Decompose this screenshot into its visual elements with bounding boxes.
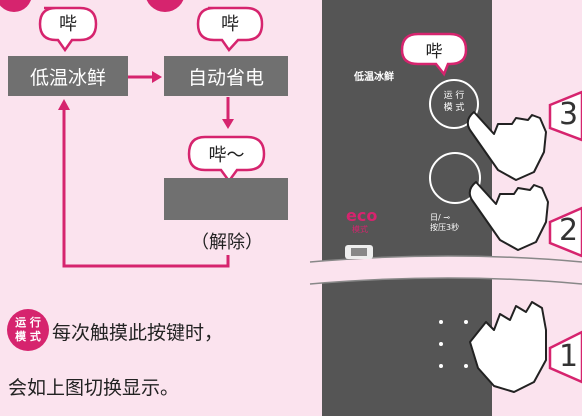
lock-label: 日/ ⊸ 按压3秒 (430, 213, 459, 233)
eco-sub-label: 模式 (352, 225, 368, 234)
mode-box-blank (164, 178, 288, 220)
badge-line2: 模 式 (15, 330, 41, 343)
run-mode-badge (7, 309, 49, 351)
run-mode-button[interactable] (429, 79, 479, 129)
hand-pointer-icon (466, 111, 547, 181)
beep-bubble-2 (196, 6, 264, 53)
step-tab-1 (548, 330, 582, 384)
panel-mode-label: 低温冰鲜 (354, 72, 394, 83)
eco-logo: eco (346, 206, 378, 225)
step-number-1: 1 (559, 339, 579, 374)
step-circle-partial-icon (0, 0, 31, 12)
sensor-dots (439, 320, 468, 368)
hand-palm-icon (469, 301, 547, 393)
beep-bubble-1 (38, 6, 98, 53)
mode-box-low-temp: 低温冰鲜 (8, 56, 128, 96)
beep-text-panel: 哔 (425, 42, 443, 62)
run-mode-line1: 运 行 (443, 91, 465, 101)
instruction-line1: 每次触摸此按键时， (52, 322, 224, 344)
badge-line1: 运 行 (15, 316, 41, 329)
lock-button[interactable] (429, 152, 481, 204)
step-tab-3 (548, 90, 582, 142)
run-mode-line2: 模 式 (443, 103, 465, 113)
hand-pointer-icon (468, 181, 549, 251)
beep-bubble-panel (400, 32, 468, 77)
beep-text-1: 哔 (59, 14, 77, 35)
control-panel (322, 0, 492, 416)
step-tab-2 (548, 206, 582, 258)
beep-bubble-3 (187, 135, 266, 184)
instruction-line2: 会如上图切换显示。 (8, 377, 180, 399)
lock-line1: 日/ ⊸ (430, 213, 450, 222)
release-label: （解除） (191, 232, 263, 253)
mode-box-auto-save: 自动省电 (164, 56, 288, 96)
lock-line2: 按压3秒 (430, 223, 460, 232)
panel-break (310, 256, 582, 284)
step-number-3: 3 (559, 97, 579, 132)
run-mode-button-label: 运 行 模 式 (430, 90, 478, 114)
beep-text-2: 哔 (221, 14, 239, 35)
step-circle-partial-icon (146, 0, 184, 12)
beep-text-3: 哔～ (208, 145, 245, 166)
step-number-2: 2 (559, 213, 579, 248)
loop-arrow-icon (62, 108, 230, 268)
run-mode-badge-label: 运 行 模 式 (10, 316, 46, 344)
